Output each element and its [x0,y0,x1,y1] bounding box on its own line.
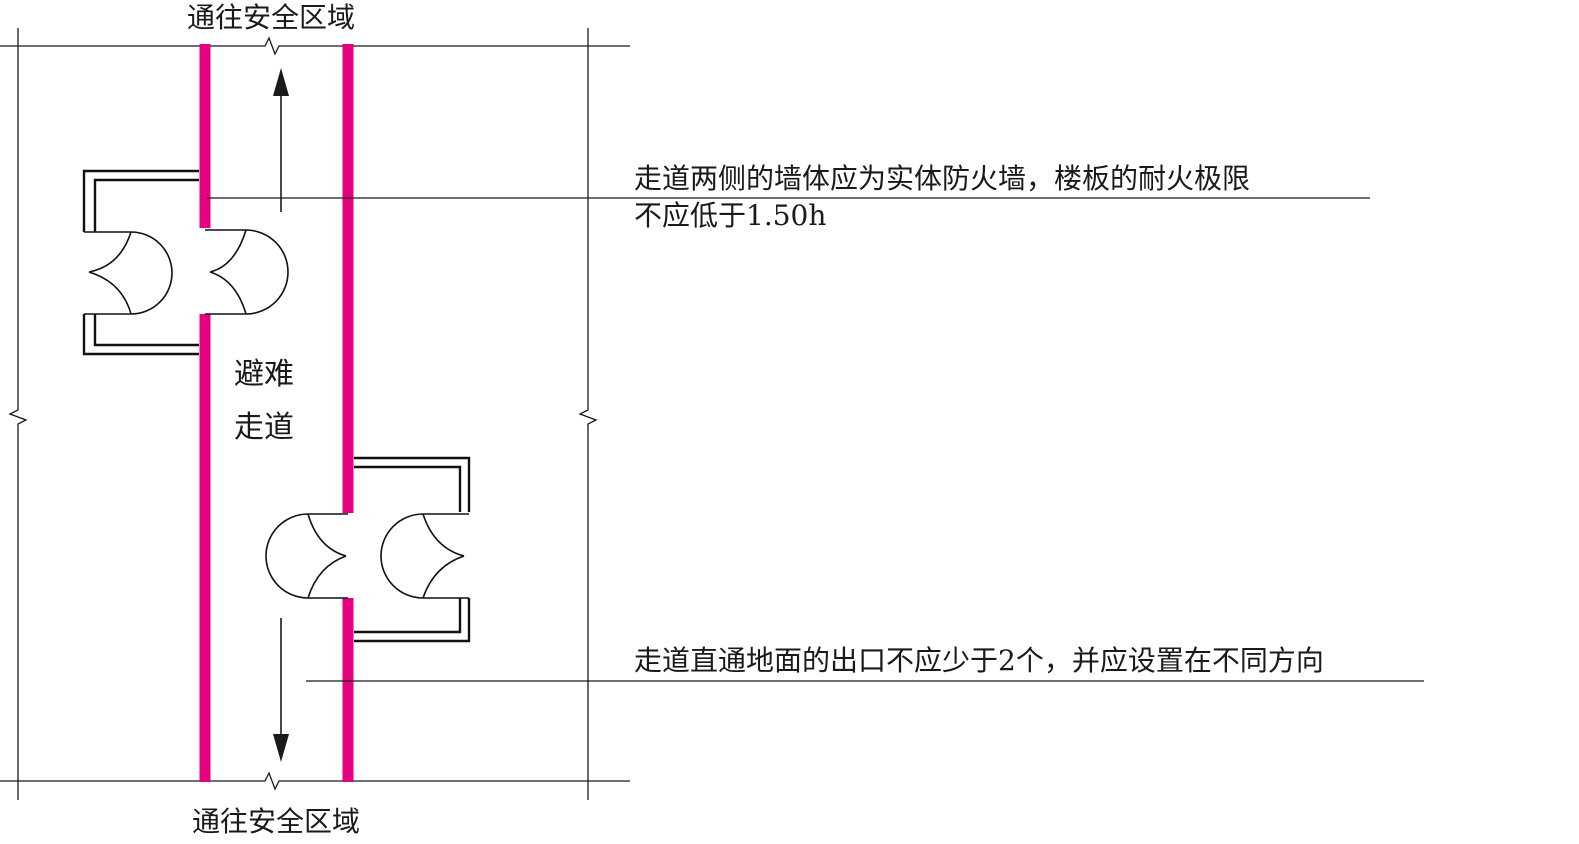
boundary-lines [0,28,630,800]
wall-note-line1: 走道两侧的墙体应为实体防火墙，楼板的耐火极限 [634,162,1250,195]
right-vestibule-inner-bottom [354,598,462,634]
left-boundary-line [8,28,28,800]
top-boundary-line [0,36,630,56]
corridor-label-line2: 走道 [234,410,294,445]
left-vestibule-inner-bottom [93,314,199,347]
fire-walls [199,44,354,782]
bottom-exit-label: 通往安全区域 [192,805,360,838]
up-arrow-head [273,68,289,96]
right-boundary-line [578,28,598,800]
down-arrow-head [273,734,289,762]
wall-note-line2: 不应低于1.50h [634,199,826,232]
left-vestibule-inner-top [93,178,199,232]
right-vestibule-outer-top [354,456,471,512]
left-vestibule-inner-door [205,229,289,315]
right-vestibule-inner-top [354,465,462,512]
left-vestibule-outer-door [84,231,173,315]
right-vestibule-outer-bottom [354,598,471,643]
top-exit-label: 通往安全区域 [187,1,355,34]
right-vestibule-outer-door [380,513,469,599]
bottom-boundary-line [0,771,630,791]
direction-arrows [273,68,289,762]
left-vestibule-outer-top [82,169,199,232]
exit-note: 走道直通地面的出口不应少于2个，并应设置在不同方向 [634,644,1324,677]
corridor-label-line1: 避难 [234,357,294,392]
right-vestibule [265,456,471,643]
left-vestibule-outer-bottom [82,314,199,356]
right-vestibule-inner-door [265,513,348,599]
left-vestibule [82,169,289,356]
